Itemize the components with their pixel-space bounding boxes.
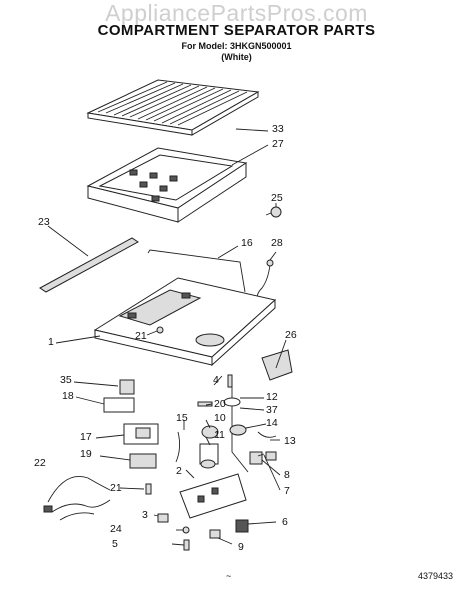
callout-19: 19 (80, 448, 92, 460)
part-3-bracket (157, 473, 247, 523)
callout-27: 27 (272, 138, 284, 150)
part-16-wire (147, 249, 246, 293)
model-line: For Model: 3HKGN500001 (181, 41, 292, 51)
callout-25: 25 (271, 192, 283, 204)
part-25-plug (265, 206, 282, 218)
callout-4: 4 (213, 374, 219, 386)
watermark: AppliancePartsPros.com (105, 0, 368, 26)
callout-22: 22 (34, 457, 46, 469)
callout-21-upper: 21 (135, 330, 147, 342)
callout-1: 1 (48, 336, 54, 348)
part-22-connector (43, 505, 53, 513)
part-1-separator-pan (93, 277, 277, 367)
part-19-bracket (129, 453, 157, 469)
leader-lines (47, 128, 287, 546)
part-5-screw (183, 539, 190, 551)
callout-28: 28 (271, 237, 283, 249)
damper-assembly (199, 424, 277, 469)
part-22-harness (47, 476, 111, 521)
callout-10: 10 (214, 412, 226, 424)
part-27-frame (86, 147, 248, 223)
callout-17: 17 (80, 431, 92, 443)
callout-8: 8 (284, 469, 290, 481)
callout-33: 33 (272, 123, 284, 135)
callout-21-lower: 21 (110, 482, 122, 494)
part-23-strip (39, 237, 139, 293)
callout-13: 13 (284, 435, 296, 447)
part-21-screw-lower (145, 483, 152, 495)
part-33-grille (86, 79, 260, 136)
document-number: 4379433 (418, 571, 454, 581)
callout-5: 5 (112, 538, 118, 550)
callout-26: 26 (285, 329, 297, 341)
part-17-control (123, 423, 159, 445)
color-line: (White) (221, 52, 252, 62)
callout-18: 18 (62, 390, 74, 402)
diagram-title: COMPARTMENT SEPARATOR PARTS (97, 22, 376, 39)
part-37-ring (223, 397, 241, 407)
callout-20: 20 (214, 398, 226, 410)
callout-23: 23 (38, 216, 50, 228)
callout-7: 7 (284, 485, 290, 497)
part-9-fastener (209, 529, 221, 539)
callout-11: 11 (214, 429, 225, 441)
part-6-clip (235, 519, 249, 533)
callout-9: 9 (238, 541, 244, 553)
callout-15: 15 (176, 412, 188, 424)
callout-16: 16 (241, 237, 253, 249)
callout-12: 12 (266, 391, 278, 403)
callout-3: 3 (142, 509, 148, 521)
part-21-screw-upper (156, 326, 164, 334)
callout-14: 14 (266, 417, 278, 429)
page-mark: ~ (226, 571, 232, 581)
part-18-bezel (103, 397, 135, 413)
part-35-knob (119, 379, 135, 395)
callout-24: 24 (110, 523, 122, 535)
callout-2: 2 (176, 465, 182, 477)
callout-6: 6 (282, 516, 288, 528)
part-15-tube (175, 431, 181, 463)
callout-35: 35 (60, 374, 72, 386)
part-4-screw (227, 374, 233, 388)
part-28-cord (257, 264, 271, 299)
part-28-connector (266, 259, 274, 267)
callout-37: 37 (266, 404, 278, 416)
